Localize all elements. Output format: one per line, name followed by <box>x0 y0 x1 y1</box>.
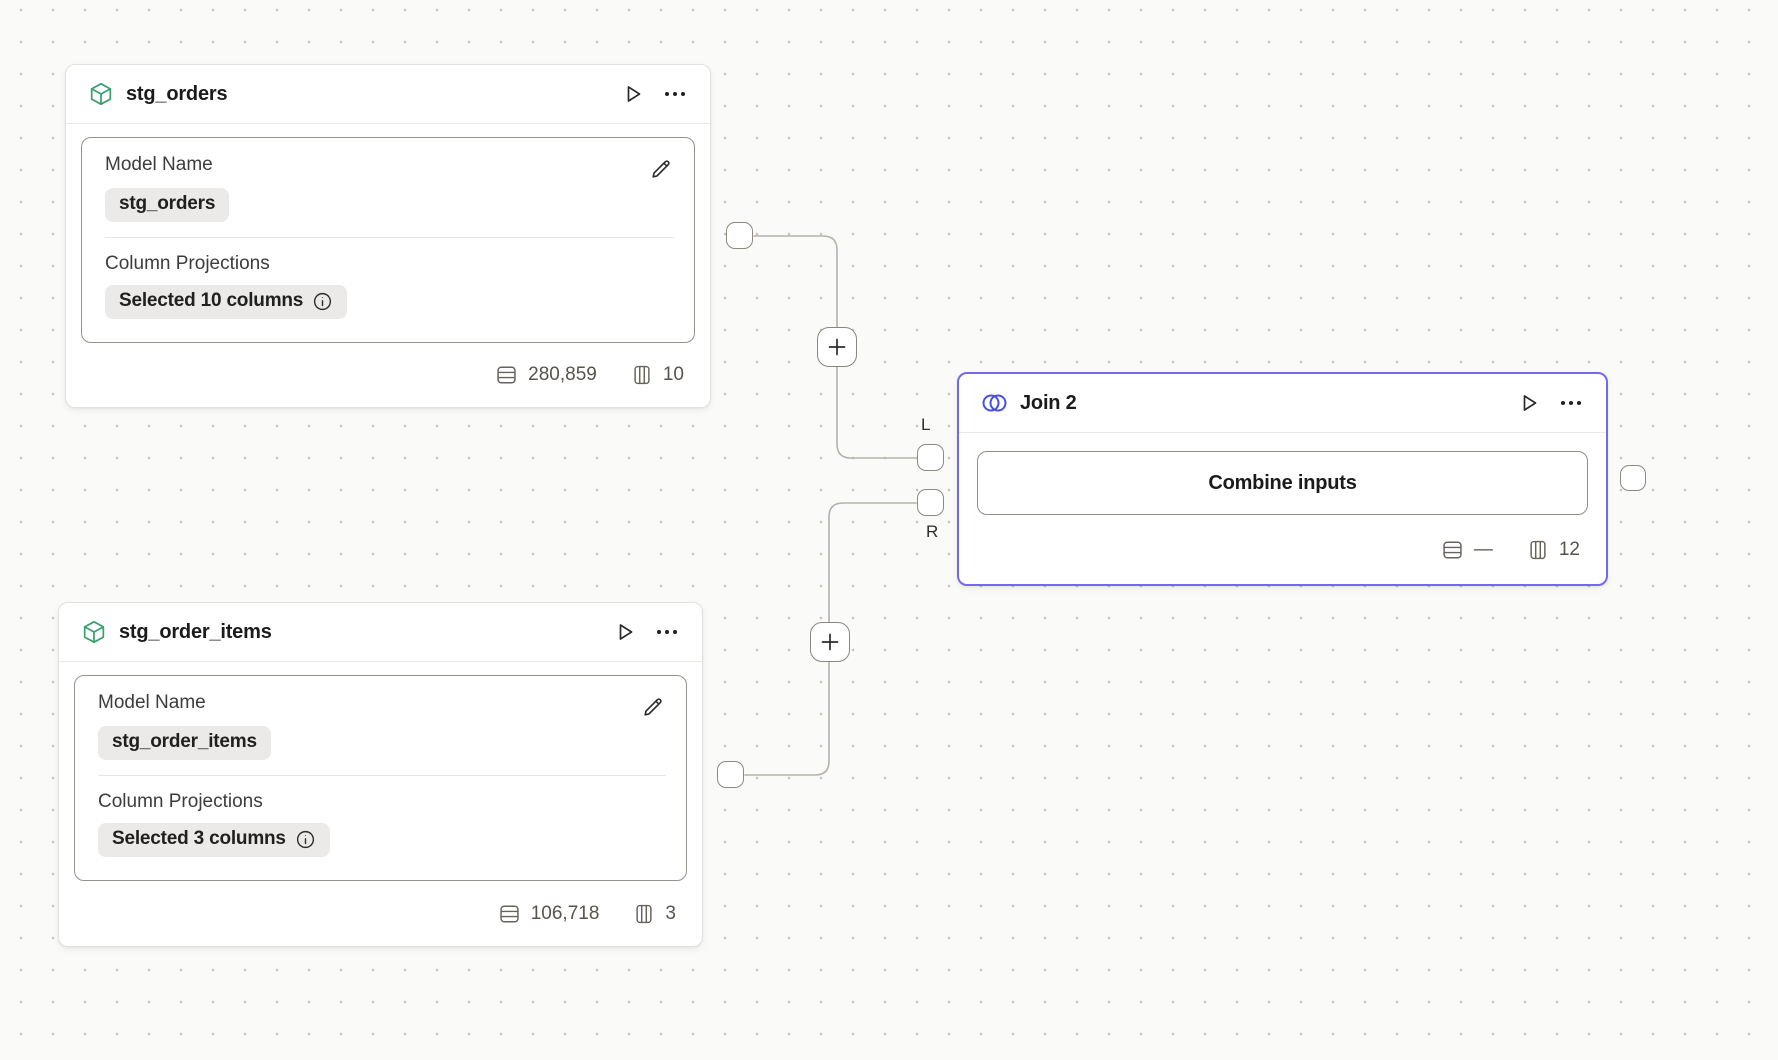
stg-order-items-output-port[interactable] <box>717 761 744 788</box>
node-header: Join 2 <box>959 374 1606 432</box>
node-more-menu-button[interactable] <box>662 81 688 107</box>
info-icon <box>295 829 316 850</box>
pencil-icon <box>641 695 665 719</box>
plus-icon <box>826 336 848 358</box>
node-title: stg_orders <box>126 82 228 105</box>
model-name-value: stg_order_items <box>112 731 257 752</box>
model-name-label: Model Name <box>105 154 213 175</box>
row-count: — <box>1473 538 1493 560</box>
play-icon <box>613 620 637 644</box>
column-projections-value: Selected 10 columns <box>119 290 304 311</box>
column-count: 3 <box>665 902 676 924</box>
header-divider <box>59 661 702 662</box>
ellipsis-icon <box>1558 390 1584 416</box>
column-count: 10 <box>662 364 684 385</box>
run-node-button[interactable] <box>612 619 638 645</box>
play-icon <box>1517 391 1541 415</box>
node-title: Join 2 <box>1020 391 1077 414</box>
columns-icon <box>631 364 653 386</box>
node-header: stg_orders <box>66 65 710 123</box>
right-input-label: R <box>926 522 939 541</box>
node-more-menu-button[interactable] <box>654 619 680 645</box>
left-input-label: L <box>921 415 931 434</box>
row-count: 280,859 <box>528 364 597 385</box>
header-divider <box>66 123 710 124</box>
join-output-port[interactable] <box>1620 465 1646 491</box>
columns-icon <box>1527 539 1549 561</box>
header-divider <box>959 432 1606 433</box>
node-config-panel: Model Name stg_order_items Column Projec… <box>74 675 687 881</box>
column-projections-value: Selected 3 columns <box>112 828 286 849</box>
edit-model-name-button[interactable] <box>640 694 666 720</box>
column-projections-label: Column Projections <box>105 253 270 274</box>
node-stats-footer: — 12 <box>959 515 1606 584</box>
run-node-button[interactable] <box>1516 390 1542 416</box>
node-title: stg_order_items <box>119 620 272 643</box>
column-projections-chip[interactable]: Selected 3 columns <box>98 823 330 857</box>
node-stg-order-items[interactable]: stg_order_items Model Name <box>58 602 703 947</box>
play-icon <box>621 82 645 106</box>
combine-inputs-button[interactable]: Combine inputs <box>977 451 1588 515</box>
node-join-2[interactable]: Join 2 Combine inputs <box>957 372 1608 586</box>
model-name-value: stg_orders <box>119 193 216 214</box>
run-node-button[interactable] <box>620 81 646 107</box>
pencil-icon <box>649 157 673 181</box>
panel-divider <box>98 775 666 776</box>
column-projections-chip[interactable]: Selected 10 columns <box>105 285 348 319</box>
join-icon <box>981 391 1008 415</box>
model-name-chip[interactable]: stg_order_items <box>98 726 271 760</box>
model-name-label: Model Name <box>98 692 206 713</box>
model-name-chip[interactable]: stg_orders <box>105 188 230 222</box>
rows-icon <box>495 364 518 386</box>
ellipsis-icon <box>654 619 680 645</box>
node-stats-footer: 280,859 10 <box>66 343 710 407</box>
node-config-panel: Model Name stg_orders Column Projections… <box>81 137 695 343</box>
node-stg-orders[interactable]: stg_orders Model Name <box>65 64 711 408</box>
cube-icon <box>81 619 107 645</box>
cube-icon <box>88 81 114 107</box>
ellipsis-icon <box>662 81 688 107</box>
plus-icon <box>819 631 841 653</box>
node-stats-footer: 106,718 3 <box>59 881 702 946</box>
join-left-input-port[interactable] <box>917 444 944 471</box>
info-icon <box>312 291 333 312</box>
columns-icon <box>633 903 655 925</box>
join-right-input-port[interactable] <box>917 489 944 516</box>
rows-icon <box>498 903 521 925</box>
node-header: stg_order_items <box>59 603 702 661</box>
edit-model-name-button[interactable] <box>648 156 674 182</box>
node-more-menu-button[interactable] <box>1558 390 1584 416</box>
stg-orders-output-port[interactable] <box>726 222 753 249</box>
column-projections-label: Column Projections <box>98 791 263 812</box>
add-node-on-edge-button-bottom[interactable] <box>810 622 850 662</box>
row-count: 106,718 <box>530 902 600 924</box>
panel-divider <box>105 237 674 238</box>
rows-icon <box>1441 539 1464 561</box>
add-node-on-edge-button-top[interactable] <box>817 327 857 367</box>
column-count: 12 <box>1558 538 1580 560</box>
